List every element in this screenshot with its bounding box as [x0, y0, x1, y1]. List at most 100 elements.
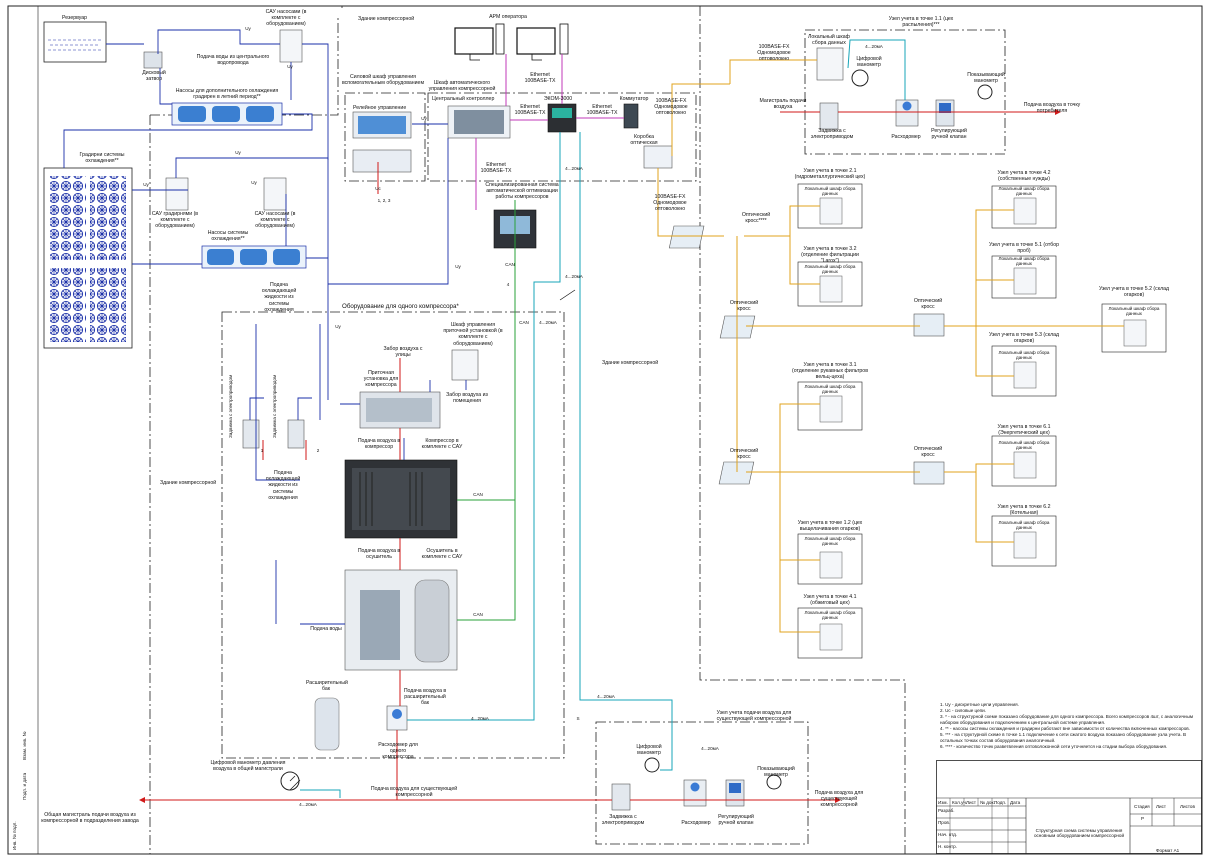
valve-motor-11-label: Задвижка с электроприводом [810, 128, 854, 141]
signal-n1: 1 [260, 448, 264, 453]
node-4-2-title: Узел учета в точке 4.2 (собственные нужд… [997, 170, 1051, 183]
tb-col-date: Дата [1010, 800, 1021, 805]
optical-cross-label-3: Оптический кросс [913, 298, 943, 311]
signal-can: CAN [473, 492, 483, 497]
ekom-label: ЭКОМ-3000 [543, 96, 573, 102]
node-cabinet-label: Локальный шкаф сбора данных [804, 384, 856, 395]
optical-box [643, 145, 673, 169]
signal-can: CAN [473, 612, 483, 617]
tb-sheet: Лист [1156, 804, 1166, 809]
building-left-label: Здание компрессорной [160, 480, 217, 486]
node-3-2-title: Узел учета в точке 3.2 (отделение фильтр… [801, 246, 859, 265]
signal-s: S [576, 716, 580, 721]
air-intake-room-label: Забор воздуха из помещения [446, 392, 488, 405]
node-cabinet-label: Локальный шкаф сбора данных [998, 440, 1050, 451]
cooling-towers-block [43, 167, 133, 349]
signal-uy: Uy [235, 150, 241, 155]
signal-ma: 4...20мА [565, 166, 583, 171]
operator-ws-label: АРМ оператора [489, 14, 527, 20]
control-lines [63, 29, 467, 625]
flowmeter-label: Расходомер [681, 820, 711, 826]
node-5-3-title: Узел учета в точке 5.3 (склад огарков) [988, 332, 1060, 345]
pumps-summer-group [171, 102, 283, 126]
special-system-label: Специализированная система автоматическо… [485, 182, 559, 201]
signal-123: 1, 2, 3 [377, 198, 391, 203]
node-cabinet-label: Локальный шкаф сбора данных [804, 264, 856, 275]
monitor-2 [516, 27, 556, 55]
side-stamp-3: Взам. инв. № [22, 731, 27, 760]
tb-stage-value: Р [1141, 816, 1145, 821]
fx-left-label: 100BASE-FX Одномодовое оптоволокно [757, 44, 791, 63]
valve-motor-bottom-label: Задвижка с электроприводом [601, 814, 645, 827]
ethernet-top-label: Ethernet 100BASE-TX [524, 72, 556, 85]
cooling-pumps-group [201, 245, 307, 269]
digital-manometer-11-label: Цифровой манометр [856, 56, 882, 69]
node-cabinet-label: Локальный шкаф сбора данных [998, 350, 1050, 361]
node-cabinet-label: Локальный шкаф сбора данных [804, 610, 856, 621]
optical-cross-label-1: Оптический кросс [729, 300, 759, 313]
tb-col-doc: № док. [980, 800, 995, 805]
fx-top-label: 100BASE-FX Одномодовое оптоволокно [654, 98, 688, 117]
note-line: 3. * - на структурной схеме показано обо… [940, 714, 1194, 725]
node-6-1-title: Узел учета в точке 6.1 (Энергетический ц… [997, 424, 1051, 437]
air-main-line-label: Магистраль подачи воздуха [759, 98, 807, 111]
signal-uy: Uy [421, 116, 427, 121]
water-supply-label: Подача воды из центрального водопровода [196, 54, 270, 67]
signal-can: CAN [519, 320, 529, 325]
node-cabinet-label: Локальный шкаф сбора данных [804, 536, 856, 547]
sau-pumps-mid-label: САУ насосами (в комплекте с оборудование… [254, 211, 296, 230]
tb-col-izm: Изм. [938, 800, 948, 805]
ethernet-lines [475, 54, 624, 210]
water-supply-2-label: Подача воды [310, 626, 342, 632]
flowmeter-11-label: Расходомер [891, 134, 921, 140]
optical-cross-label-4: Оптический кросс [913, 446, 943, 459]
air-lines [139, 112, 1060, 803]
node-cabinet-label: Локальный шкаф сбора данных [1108, 306, 1160, 317]
signal-uy: Uy [245, 26, 251, 31]
receiver-label: Расширительный бак [306, 680, 348, 693]
tb-row-razrab: Разраб. [938, 808, 955, 813]
tb-row-prov: Пров. [938, 820, 951, 825]
air-to-compressor-label: Подача воздуха в компрессор [357, 438, 401, 451]
node-cabinet-label: Локальный шкаф сбора данных [998, 186, 1050, 197]
local-cabinet-label: Локальный шкаф сбора данных [808, 34, 850, 47]
note-line: 6. **** - количество точек разветвления … [940, 744, 1168, 749]
air-intake-outside-label: Забор воздуха с улицы [383, 346, 423, 359]
power-cabinet-label: Силовой шкаф управления вспомогательным … [341, 74, 425, 87]
compressor-sau-label: Компрессор в комплекте с САУ [421, 438, 463, 451]
coolant-label-2: Подача охлаждающей жидкости из системы о… [265, 470, 301, 501]
building-top-label: Здание компрессорной [358, 16, 415, 22]
inlet-cabinet-label: Шкаф управления приточной установкой (в … [443, 322, 503, 347]
relay-label: Релейное управление [353, 105, 407, 111]
disk-valve [143, 51, 163, 69]
cooling-pumps-label: Насосы системы охлаждения** [207, 230, 249, 243]
dryer-sau-label: Осушитель в комплекте с САУ [421, 548, 463, 561]
optical-cross-main-label: Оптический кросс**** [741, 212, 771, 225]
ethernet-mid-label: Ethernet 100BASE-TX [586, 104, 618, 117]
pumps-summer-label: Насосы для дополнительного охлаждения гр… [175, 88, 279, 101]
node-cabinet-label: Локальный шкаф сбора данных [998, 256, 1050, 267]
node-1-1-label: Узел учета в точке 1.1 (цех распыления)*… [888, 16, 954, 29]
node-cabinet-label: Локальный шкаф сбора данных [998, 520, 1050, 531]
manual-valve-label: Регулирующий ручной клапан [718, 814, 754, 827]
signal-ma: 4...20мА [597, 694, 615, 699]
signal-ma: 4...20мА [865, 44, 883, 49]
sau-towers-label: САУ градирнями (в комплекте с оборудован… [151, 211, 199, 230]
node-5-2-title: Узел учета в точке 5.2 (склад огарков) [1098, 286, 1170, 299]
reservoir-label: Резервуар [62, 15, 88, 21]
coolant-label: Подача охлаждающей жидкости из системы о… [261, 282, 297, 313]
manual-valve-11-label: Регулирующий ручной клапан [931, 128, 967, 141]
node-1-2-title: Узел учета в точке 1.2 (цех выщелачивани… [797, 520, 863, 533]
central-controller-label: Центральный контроллер [432, 96, 495, 102]
tb-format: Формат А1 [1156, 848, 1180, 853]
inner-frame [37, 5, 1203, 855]
node-2-1-title: Узел учета в точке 2.1 (гидрометаллургич… [794, 168, 866, 181]
indicating-manometer-label: Показывающий манометр [757, 766, 795, 779]
analog-lines [300, 39, 906, 798]
node-3-1-title: Узел учета в точке 3.1 (отделение рукавн… [792, 362, 868, 381]
ethernet-left-label: Ethernet 100BASE-TX [514, 104, 546, 117]
signal-can: CAN [505, 262, 515, 267]
note-line: 4. ** - насосы системы охлаждения и град… [940, 726, 1190, 731]
